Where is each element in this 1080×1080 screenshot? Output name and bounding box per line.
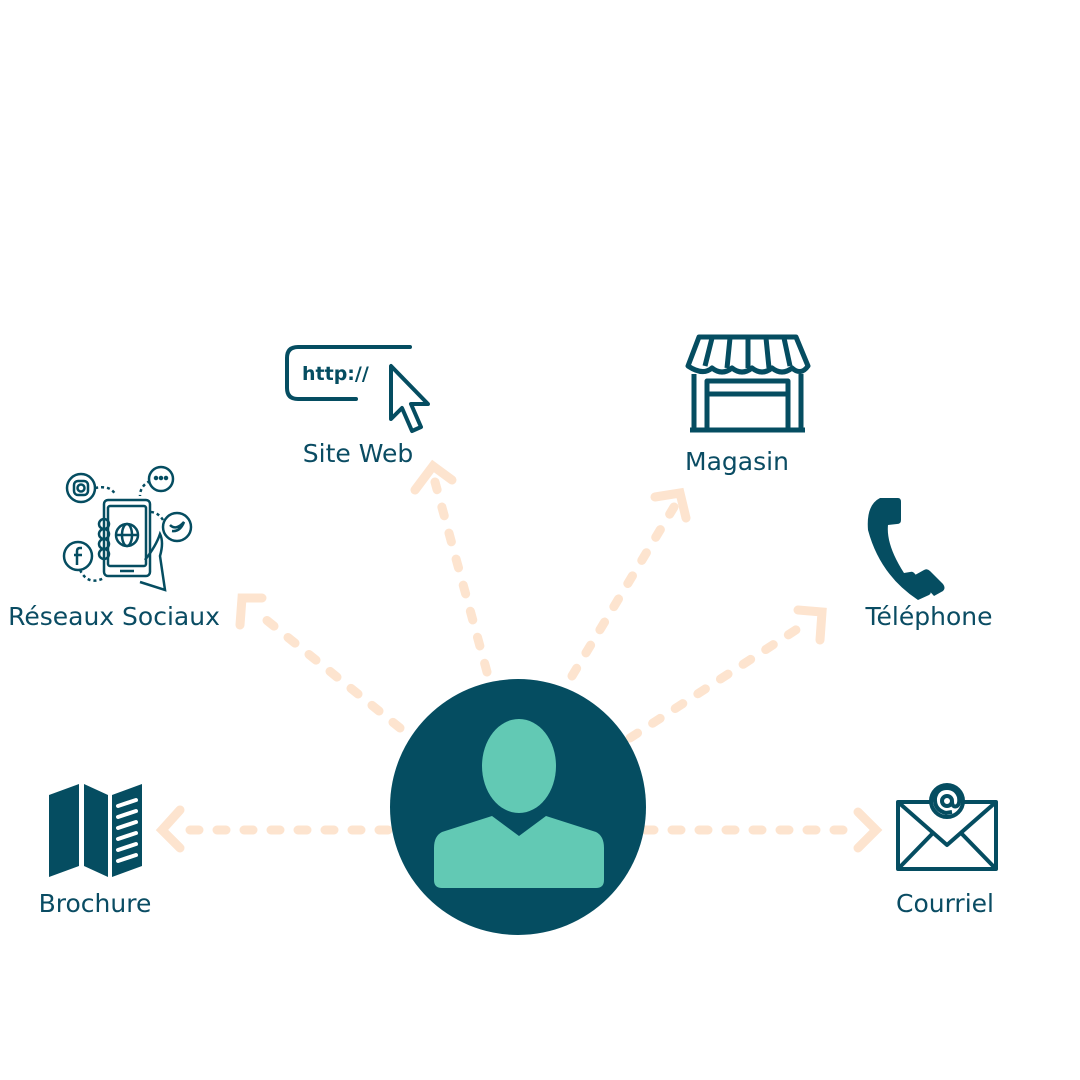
arrow-reseaux-sociaux <box>235 593 405 733</box>
telephone-handset-icon <box>867 498 945 600</box>
folded-brochure-icon <box>49 784 142 877</box>
social-media-phone-icon <box>62 465 193 592</box>
label-reseaux-sociaux: Réseaux Sociaux <box>8 602 220 631</box>
arrows <box>155 459 883 853</box>
arrow-telephone <box>625 605 827 743</box>
url-text: http:// <box>302 363 369 385</box>
email-envelope-icon <box>896 783 998 871</box>
label-site-web: Site Web <box>302 439 414 468</box>
label-courriel: Courriel <box>896 889 994 918</box>
arrow-site-web <box>410 459 492 677</box>
label-magasin: Magasin <box>685 447 789 476</box>
arrow-magasin <box>567 487 691 681</box>
browser-url-cursor-icon: http:// <box>285 345 430 433</box>
label-brochure: Brochure <box>38 889 152 918</box>
user-icon <box>390 679 646 935</box>
arrow-brochure <box>155 805 393 853</box>
storefront-icon <box>685 334 811 433</box>
arrow-courriel <box>640 807 883 853</box>
label-telephone: Téléphone <box>865 602 993 631</box>
